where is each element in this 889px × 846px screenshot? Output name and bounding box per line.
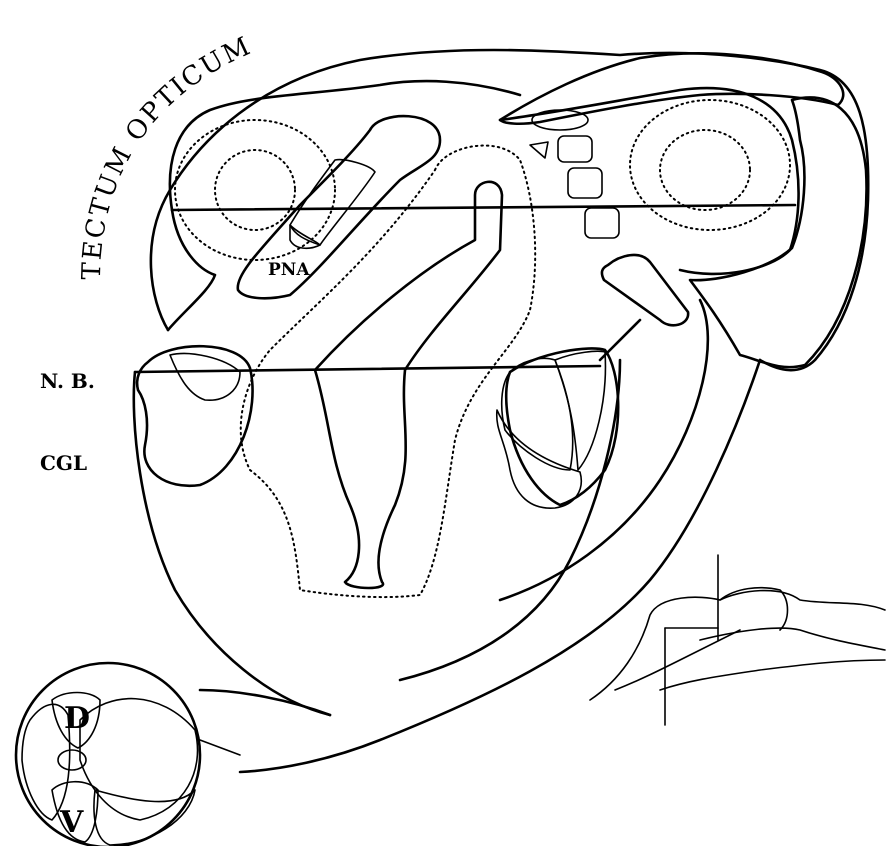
- small-left-block: [530, 142, 548, 158]
- inner-loop: [168, 81, 520, 330]
- left-cgl-region: [137, 346, 252, 486]
- label-v: V: [59, 805, 84, 840]
- tilted-cylinder: [602, 255, 688, 325]
- block-2: [568, 168, 602, 198]
- inset-sketch: [590, 555, 885, 725]
- lower-section-line: [135, 366, 600, 372]
- block-1: [558, 136, 592, 162]
- right-cgl-hatch: [555, 351, 605, 470]
- optic-nerve-upper: [200, 690, 330, 715]
- small-stipple-cap: [532, 110, 588, 130]
- lower-body-outline: [134, 372, 330, 715]
- inner-right-curve-2: [400, 360, 620, 680]
- left-nb-hatch: [170, 354, 240, 401]
- left-dotted-ring-inner: [215, 150, 295, 230]
- right-dotted-ring-inner: [660, 130, 750, 210]
- label-pna: PNA: [268, 260, 310, 280]
- label-tectum-opticum: TECTUM OPTICUM: [77, 31, 257, 280]
- label-d: D: [64, 701, 90, 736]
- optic-tract-line: [600, 320, 640, 360]
- right-loop: [500, 88, 799, 274]
- block-3: [585, 208, 619, 238]
- upper-section-line: [172, 205, 795, 210]
- right-hatched-region: [690, 98, 866, 368]
- label-nb: N. B.: [40, 369, 95, 393]
- label-cgl: CGL: [40, 451, 87, 475]
